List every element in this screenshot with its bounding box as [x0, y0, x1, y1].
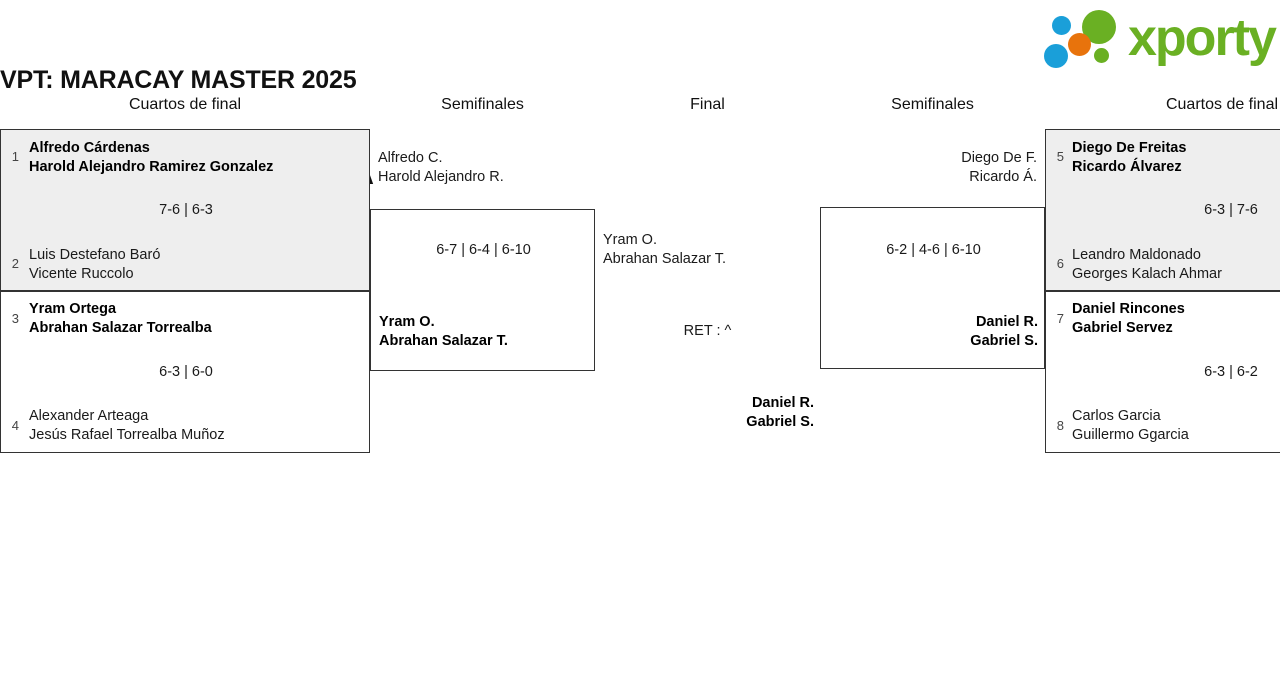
team-name: Diego De F.: [961, 150, 1037, 166]
round-header-left-quarterfinals: Cuartos de final: [128, 96, 242, 113]
match-left-qf-1[interactable]: 1 Alfredo Cárdenas Harold Alejandro Rami…: [0, 129, 370, 291]
team-name: Daniel Rincones: [1072, 301, 1185, 317]
team-name: Yram O.: [379, 314, 435, 330]
seed-number: 7: [1056, 311, 1064, 326]
team-name: Yram O.: [603, 232, 657, 248]
seed-number: 4: [11, 418, 19, 433]
seed-number: 2: [11, 256, 19, 271]
match-score: 6-2 | 4-6 | 6-10: [886, 242, 981, 258]
team-name: Alexander Arteaga: [29, 408, 149, 424]
logo-wordmark: xporty: [1128, 9, 1277, 67]
final-team-bottom-champion: Daniel R. Gabriel S.: [595, 394, 814, 432]
advancing-team-right-sf-top: Diego De F. Ricardo Á.: [820, 149, 1037, 187]
match-right-semifinal[interactable]: 6-2 | 4-6 | 6-10 Daniel R. Gabriel S.: [820, 207, 1045, 369]
tournament-name: VPT: MARACAY MASTER 2025: [0, 66, 357, 94]
match-right-qf-2[interactable]: 7 Daniel Rincones Gabriel Servez 6-3 | 6…: [1045, 291, 1280, 453]
seed-number: 3: [11, 311, 19, 326]
logo-dot-orange: [1068, 33, 1091, 56]
advancing-team-left-sf-top: Alfredo C. Harold Alejandro R.: [378, 149, 504, 187]
logo-dot-blue-top: [1052, 16, 1071, 35]
team-name: Gabriel S.: [970, 333, 1038, 349]
team-name: Leandro Maldonado: [1072, 247, 1201, 263]
round-header-right-semifinals: Semifinales: [891, 96, 974, 113]
team-name: Harold Alejandro R.: [378, 169, 504, 185]
round-header-final: Final: [690, 96, 725, 113]
team-name: Alfredo C.: [378, 150, 443, 166]
team-name: Alfredo Cárdenas: [29, 140, 150, 156]
match-left-semifinal[interactable]: 6-7 | 6-4 | 6-10 Yram O. Abrahan Salazar…: [370, 209, 595, 371]
team-name: Jesús Rafael Torrealba Muñoz: [29, 427, 225, 443]
seed-number: 6: [1056, 256, 1064, 271]
team-name: Harold Alejandro Ramirez Gonzalez: [29, 159, 274, 175]
team-name: Yram Ortega: [29, 301, 117, 317]
match-score: 7-6 | 6-3: [159, 202, 213, 218]
seed-number: 1: [11, 149, 19, 164]
final-score: RET : ^: [683, 323, 732, 339]
team-name: Guillermo Ggarcia: [1072, 427, 1189, 443]
logo-dot-blue-bottom: [1044, 44, 1068, 68]
seed-number: 5: [1056, 149, 1064, 164]
match-score: 6-3 | 7-6: [1204, 202, 1258, 218]
team-name: Gabriel Servez: [1072, 320, 1173, 336]
match-left-qf-2[interactable]: 3 Yram Ortega Abrahan Salazar Torrealba …: [0, 291, 370, 453]
team-name: Diego De Freitas: [1072, 140, 1187, 156]
team-name: Ricardo Á.: [969, 169, 1037, 185]
match-score: 6-3 | 6-2: [1204, 364, 1258, 380]
match-right-qf-1[interactable]: 5 Diego De Freitas Ricardo Álvarez 6-3 |…: [1045, 129, 1280, 291]
team-name: Carlos Garcia: [1072, 408, 1161, 424]
seed-number: 8: [1056, 418, 1064, 433]
team-name: Georges Kalach Ahmar: [1072, 266, 1222, 282]
logo-dot-green-small: [1094, 48, 1109, 63]
team-name: Luis Destefano Baró: [29, 247, 161, 263]
team-name: Daniel R.: [751, 395, 814, 411]
round-header-right-quarterfinals: Cuartos de final: [1165, 96, 1279, 113]
team-name: Abrahan Salazar T.: [603, 251, 727, 267]
team-name: Abrahan Salazar T.: [379, 333, 508, 349]
round-header-left-semifinals: Semifinales: [441, 96, 524, 113]
team-name: Ricardo Álvarez: [1072, 159, 1182, 175]
xporty-logo: xporty: [1042, 8, 1277, 68]
final-team-top: Yram O. Abrahan Salazar T.: [603, 231, 726, 269]
match-score: 6-7 | 6-4 | 6-10: [436, 242, 531, 258]
team-name: Daniel R.: [975, 314, 1038, 330]
team-name: Gabriel S.: [746, 414, 814, 430]
match-score: 6-3 | 6-0: [159, 364, 213, 380]
team-name: Vicente Ruccolo: [29, 266, 134, 282]
team-name: Abrahan Salazar Torrealba: [29, 320, 212, 336]
